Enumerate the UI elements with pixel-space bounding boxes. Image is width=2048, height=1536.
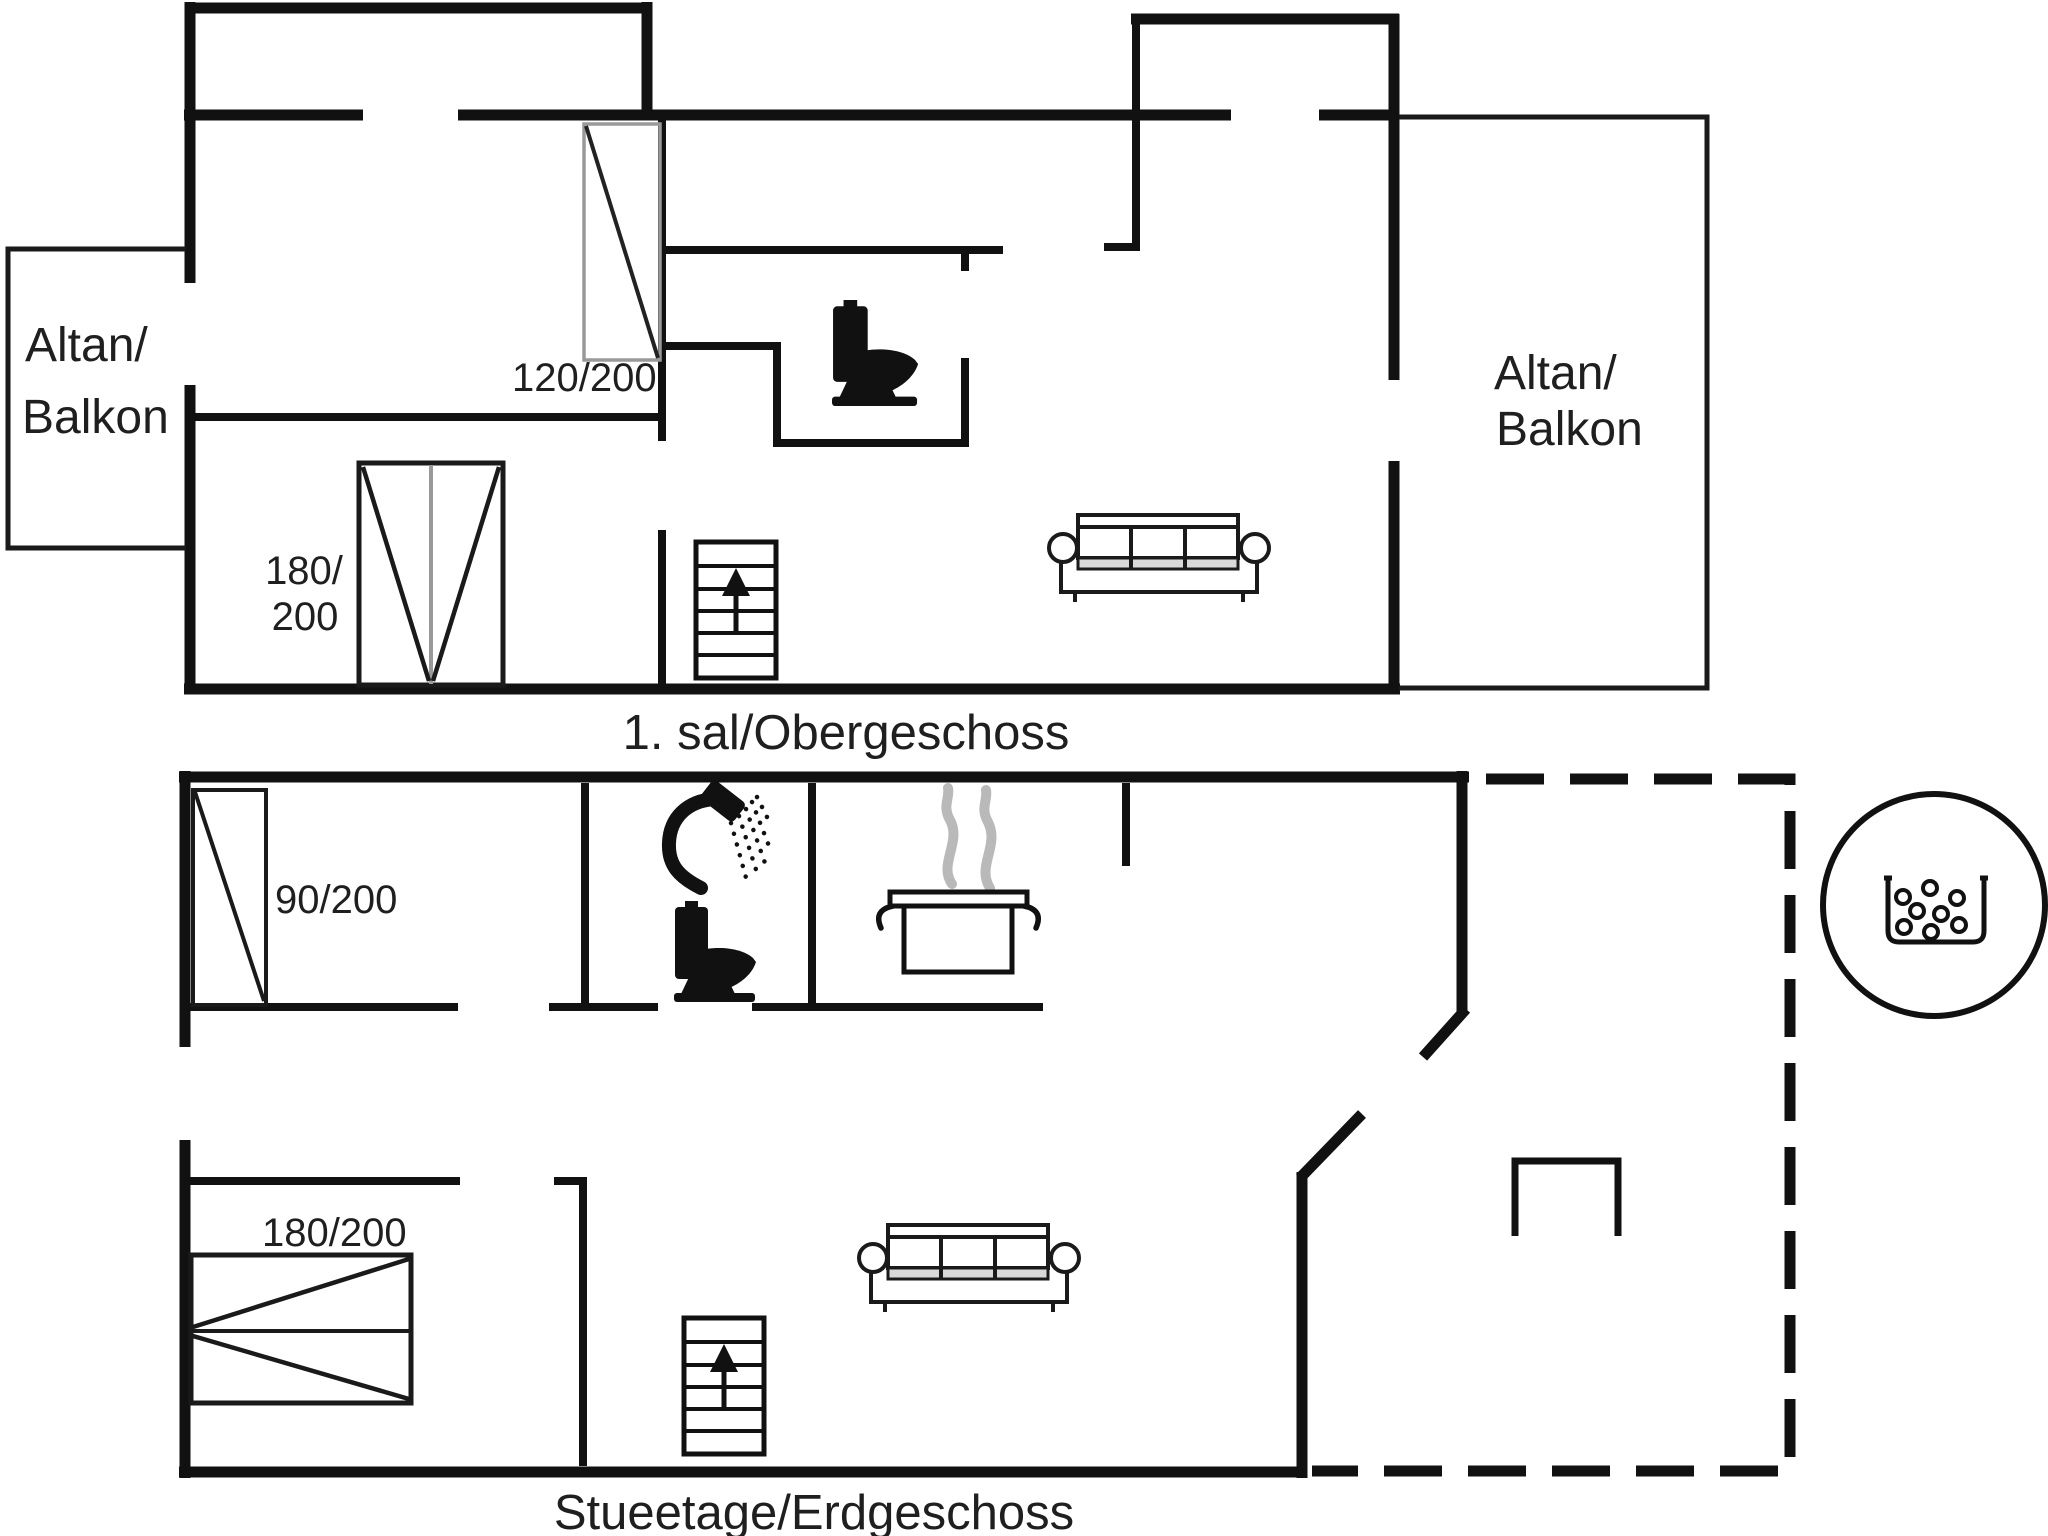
plan-circle: [1908, 902, 1926, 920]
cooking-pot-icon: [876, 783, 1041, 975]
symbol-instance: [684, 1318, 764, 1454]
plan-line: [584, 125, 660, 359]
plan-circle: [1820, 791, 2048, 1019]
upper-floor-label: 1. sal/Obergeschoss: [623, 706, 1070, 760]
symbol-instance: [674, 901, 756, 1002]
plan-path: [661, 792, 721, 895]
plan-rect: [901, 903, 1015, 975]
terrace-dashed-outline: [1312, 773, 1796, 1477]
right-balcony-label-line1: Altan/: [1494, 347, 1617, 400]
left-balcony-label-line2: Balkon: [22, 391, 169, 444]
plan-line: [1418, 1005, 1471, 1061]
left-balcony: [5, 246, 186, 551]
plan-path: [979, 785, 997, 893]
plan-rect: [356, 460, 506, 688]
right-balcony: [1399, 114, 1710, 691]
bed-90x200: [191, 788, 268, 1007]
plan-circle: [1950, 916, 1968, 934]
bed-label-180-line2: 200: [272, 595, 339, 639]
bed-180x200-ground: [188, 1252, 414, 1406]
plan-path: [876, 903, 896, 931]
right-balcony-label-line2: Balkon: [1496, 403, 1643, 456]
plan-rect: [582, 122, 662, 362]
plan-line: [360, 466, 432, 682]
plan-path: [1884, 875, 1988, 945]
plan-line: [430, 466, 502, 682]
upper-floor-plan: 120/200 180/ 200 Altan/ Balkon Altan/ Ba…: [5, 2, 1710, 760]
plan-circle: [1894, 888, 1912, 906]
symbol-instance: [832, 300, 919, 407]
plan-line: [743, 806, 768, 866]
plan-path: [941, 783, 959, 889]
ground-floor-label: Stueetage/Erdgeschoss: [554, 1486, 1074, 1536]
toilet-icon-ground: [674, 901, 756, 1002]
bed-120x200: [582, 122, 662, 362]
upper-exterior-walls: [184, 2, 1400, 695]
symbol-instance: [1047, 513, 1271, 604]
sofa-icon-upper: [1047, 513, 1271, 604]
plan-circle: [1948, 889, 1966, 907]
plan-rect: [191, 788, 268, 1007]
bed-label-120-200: 120/200: [512, 356, 657, 400]
plan-line: [754, 794, 772, 824]
stairs-up-icon-upper: [696, 542, 776, 678]
plan-line: [749, 799, 772, 849]
plan-line: [192, 1256, 410, 1330]
symbol-instance: [857, 1223, 1081, 1314]
plan-line: [192, 1333, 410, 1402]
left-balcony-label-line1: Altan/: [25, 319, 148, 372]
bed-label-180-line1: 180/: [265, 549, 344, 593]
sofa-icon-ground: [857, 1223, 1081, 1314]
plan-line: [736, 813, 761, 879]
plan-rect: [701, 780, 745, 822]
ground-exterior-walls: [179, 771, 1471, 1478]
whirlpool-icon: [1820, 791, 2048, 1019]
bed-label-90-200: 90/200: [275, 878, 397, 922]
plan-line: [728, 820, 751, 888]
shower-icon: [661, 780, 772, 895]
plan-line: [1296, 1110, 1366, 1182]
stairs-up-icon-ground: [684, 1318, 764, 1454]
plan-circle: [1922, 923, 1940, 941]
plan-line: [193, 791, 266, 1002]
ground-floor-plan: 90/200 180/200 Stueetage/Erdgeschoss: [179, 771, 2048, 1536]
plan-circle: [1895, 918, 1913, 936]
upper-interior-walls: [190, 115, 1140, 689]
bed-180x200-upper: [356, 460, 506, 688]
plan-path: [1399, 114, 1710, 691]
plan-circle: [1932, 905, 1950, 923]
fireplace-icon: [1511, 1157, 1622, 1236]
plan-path: [5, 246, 186, 551]
plan-circle: [1921, 879, 1939, 897]
plan-path: [1021, 903, 1041, 931]
bed-label-180-200: 180/200: [262, 1211, 407, 1255]
toilet-icon-upper: [832, 300, 919, 407]
symbol-instance: [696, 542, 776, 678]
